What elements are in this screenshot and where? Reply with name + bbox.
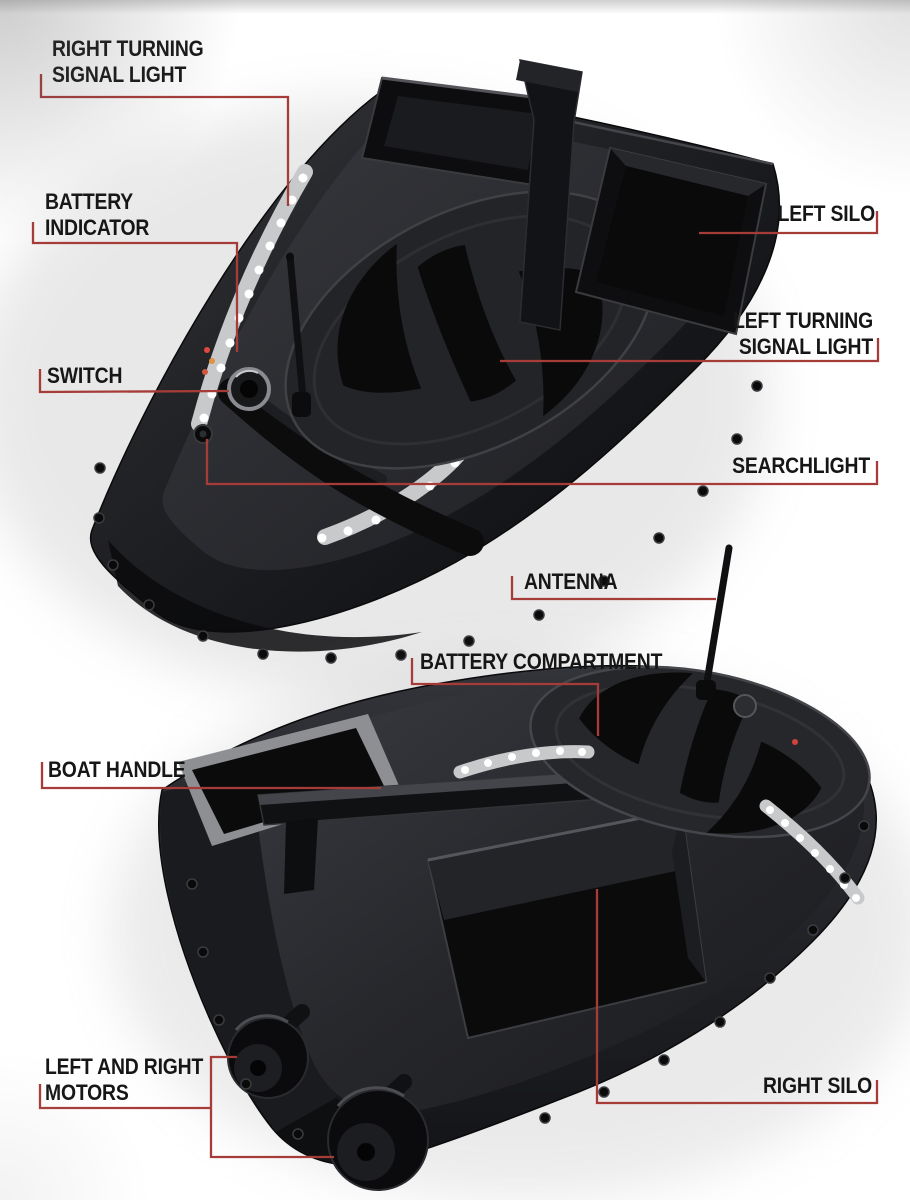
deck-led-strip-port [453,745,595,779]
label-line: BATTERY [45,189,134,214]
handle-post-top-boat [516,59,583,331]
label-line: SWITCH [47,363,123,388]
searchlight-part [193,424,213,444]
label-left-and-right-motors: LEFT AND RIGHT MOTORS [45,1054,203,1106]
left-silo-opening-top-boat [574,146,768,336]
deck-led-strip-starboard [759,799,865,905]
hull-belly-shadow [108,540,422,652]
leader-lines [31,74,880,1159]
leader-antenna [510,576,716,601]
emblem-dot [733,694,757,718]
top-boat-antenna [286,252,311,417]
label-switch: SWITCH [47,363,122,389]
leader-motors-bracket [209,1055,334,1159]
leader-right-turning-signal-light [39,74,290,206]
leader-right-silo [595,889,879,1105]
label-line: RIGHT SILO [762,1073,872,1098]
label-left-silo: LEFT SILO [721,201,876,227]
label-line: LEFT SILO [777,201,876,226]
label-boat-handle: BOAT HANDLE [48,757,186,783]
leader-searchlight [205,439,879,486]
label-line: INDICATOR [45,215,150,240]
status-led [792,739,798,745]
hull-screws-bottom-boat [186,820,870,1140]
leader-left-silo [699,211,879,235]
label-line: LEFT AND RIGHT [45,1054,204,1079]
leader-boat-handle [40,762,381,790]
leader-left-turning-signal-light [500,338,880,363]
label-line: ANTENNA [524,569,618,594]
left-and-right-motors-part [227,1004,429,1191]
top-boat-illustration [0,59,781,700]
right-silo-opening-bottom-boat [426,808,708,1040]
hull-screws-top-boat [93,380,763,664]
label-right-turning-signal-light: RIGHT TURNING SIGNAL LIGHT [52,36,204,88]
leader-motors-entry [38,1084,211,1110]
leader-battery-indicator [31,222,239,352]
bow-bumper [218,378,484,556]
right-silo-opening-top-boat [360,76,558,188]
label-line: BATTERY COMPARTMENT [420,649,663,674]
label-left-turning-signal-light: LEFT TURNING SIGNAL LIGHT [650,308,873,360]
label-battery-compartment: BATTERY COMPARTMENT [420,649,662,675]
power-switch [227,367,271,411]
battery-indicator-leds [202,347,215,375]
label-line: SIGNAL LIGHT [738,334,873,359]
label-line: MOTORS [45,1080,129,1105]
label-line: RIGHT TURNING [52,36,204,61]
label-antenna: ANTENNA [524,569,618,595]
leader-switch [38,369,230,394]
left-silo-opening-bottom-boat [178,714,400,846]
bottom-boat-illustration [110,544,910,1200]
label-line: BOAT HANDLE [48,757,186,782]
label-right-silo: RIGHT SILO [677,1073,872,1099]
label-searchlight: SEARCHLIGHT [668,453,870,479]
label-line: LEFT TURNING [733,308,873,333]
label-line: SIGNAL LIGHT [52,62,187,87]
leader-battery-compartment [410,658,600,736]
label-line: SEARCHLIGHT [732,453,870,478]
label-battery-indicator: BATTERY INDICATOR [45,189,149,241]
bottom-boat-antenna [696,544,733,700]
